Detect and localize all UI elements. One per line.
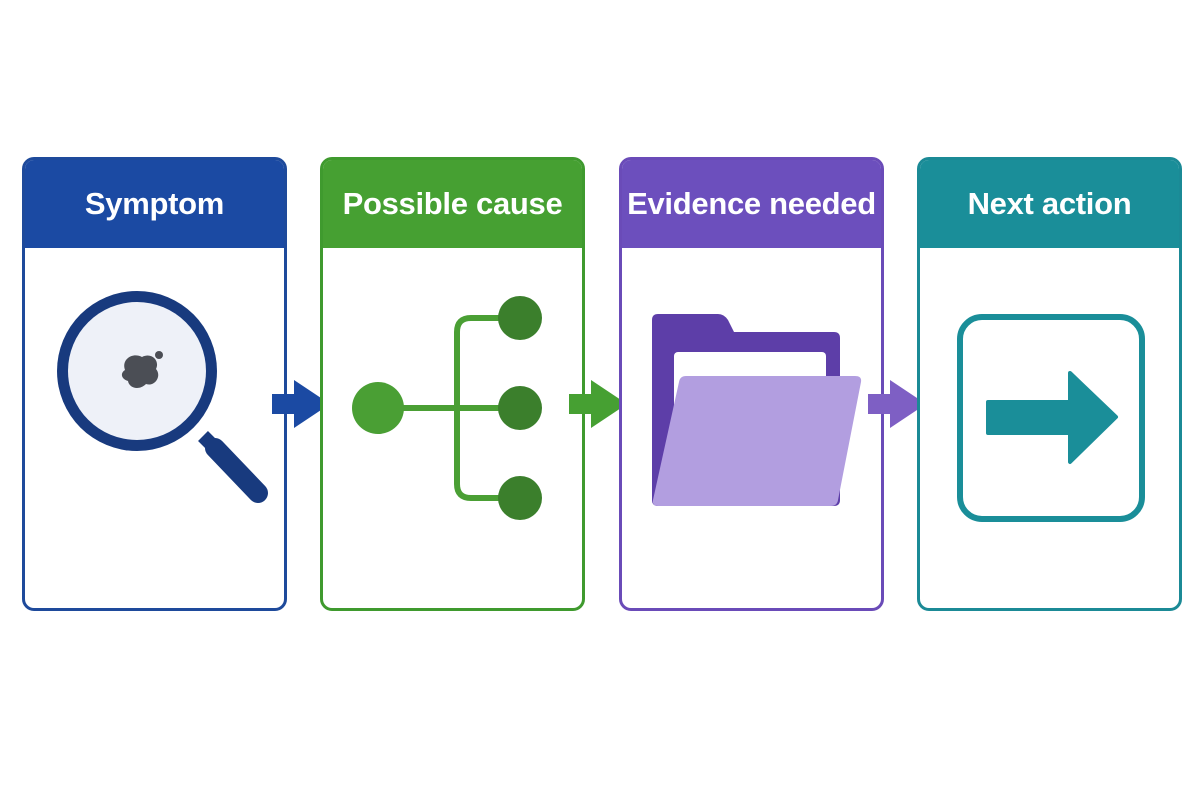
branching-tree-icon <box>352 296 542 520</box>
stage-card-evidence-needed: Evidence needed <box>619 157 884 611</box>
stage-body <box>323 248 582 608</box>
stage-body <box>25 248 284 608</box>
arrow-right-icon <box>868 380 926 428</box>
stage-title: Evidence needed <box>622 160 881 248</box>
magnifying-glass-icon <box>57 291 268 503</box>
stage-title: Next action <box>920 160 1179 248</box>
stage-body <box>622 248 881 608</box>
stage-card-next-action: Next action <box>917 157 1182 611</box>
arrow-right-icon <box>569 380 627 428</box>
stage-title: Symptom <box>25 160 284 248</box>
stage-body <box>920 248 1179 608</box>
arrow-right-icon <box>272 380 330 428</box>
stage-card-symptom: Symptom <box>22 157 287 611</box>
folder-icon <box>652 314 862 506</box>
stage-title: Possible cause <box>323 160 582 248</box>
stage-card-possible-cause: Possible cause <box>320 157 585 611</box>
arrow-right-box-icon <box>957 314 1145 522</box>
